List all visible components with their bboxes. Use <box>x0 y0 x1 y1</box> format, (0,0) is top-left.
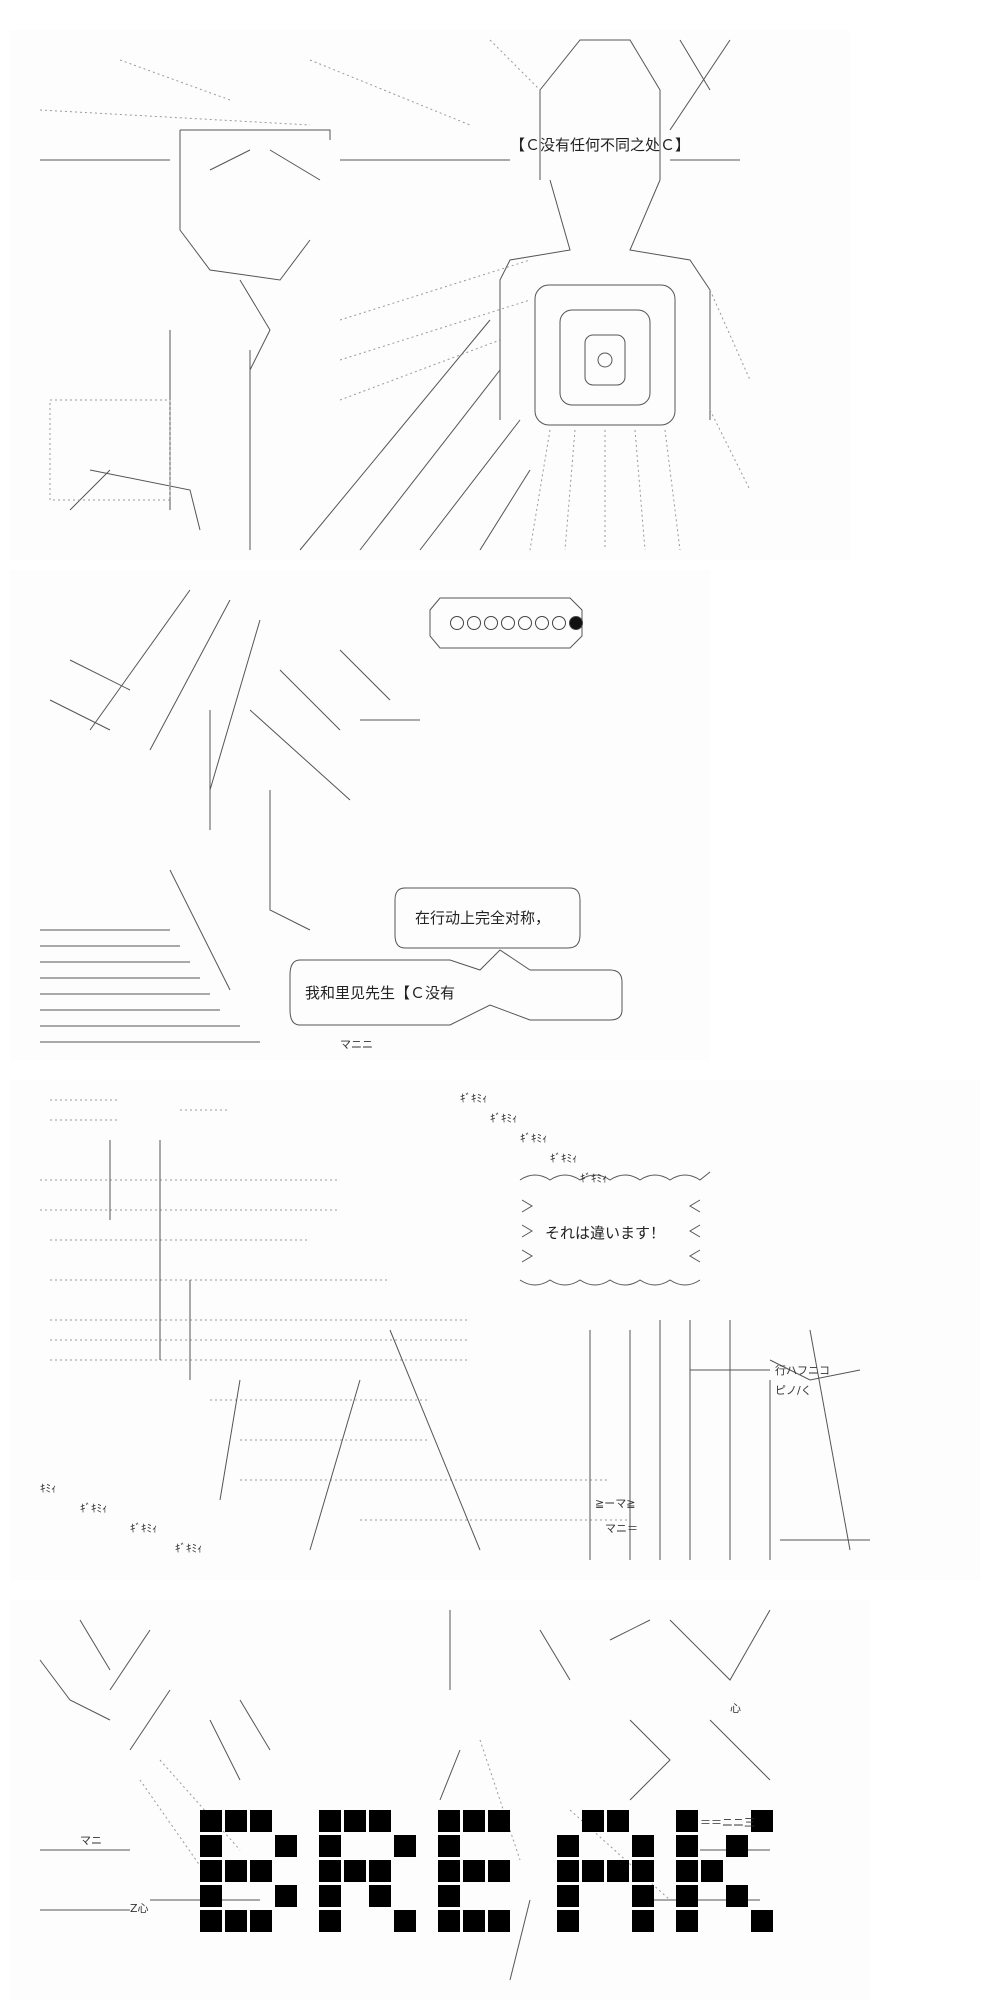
progress-dot-empty-icon <box>467 616 481 630</box>
speech-bubble-symmetric: 在行动上完全对称， <box>415 909 551 927</box>
progress-dot-empty-icon <box>518 616 532 630</box>
progress-dot-empty-icon <box>552 616 566 630</box>
panel-3: ｷﾞｷﾐｨ ｷﾞｷﾐｨ ｷﾞｷﾐｨ ｷﾞｷﾐｨ ｷﾞｷﾐｨ それは違います！ ｷ… <box>10 1080 980 1580</box>
sfx-kishimi: ｷﾞｷﾐｨ <box>520 1132 548 1145</box>
aa-fragment: ≧ーマ≧ <box>595 1497 636 1510</box>
caption-no-difference: 【Ｃ没有任何不同之处Ｃ】 <box>510 136 691 154</box>
progress-dot-empty-icon <box>484 616 498 630</box>
sfx-kishimi: ｷﾞｷﾐｨ <box>460 1092 488 1105</box>
aa-scene-break <box>39 1609 771 1981</box>
aa-fragment: マニニ <box>340 1038 373 1051</box>
sfx-kishimi: ｷﾞｷﾐｨ <box>80 1502 108 1515</box>
shout-bubble-that-is-wrong: それは違います！ <box>545 1224 666 1242</box>
progress-dot-empty-icon <box>535 616 549 630</box>
sfx-kishimi: ｷﾞｷﾐｨ <box>580 1172 608 1185</box>
sfx-kishimi: ｷﾞｷﾐｨ <box>130 1522 158 1535</box>
panel-4: Z心 心 ＝＝ニニ三 マニ <box>10 1600 870 2000</box>
sfx-kishimi: ｷﾞｷﾐｨ <box>490 1112 518 1125</box>
aa-scene-sitting-figure <box>40 589 623 1043</box>
block-letter-r <box>319 1810 416 1932</box>
progress-dot-empty-icon <box>450 616 464 630</box>
aa-fragment: ピノ/く <box>775 1384 812 1397</box>
block-letter-e <box>438 1810 535 1932</box>
aa-fragment: マニ <box>80 1834 102 1847</box>
progress-dots <box>450 616 583 630</box>
block-letter-b <box>200 1810 297 1932</box>
break-block-text <box>200 1810 773 1932</box>
aa-fragment: 心 <box>730 1702 741 1715</box>
progress-dot-empty-icon <box>501 616 515 630</box>
sfx-kishimi: ｷﾞｷﾐｨ <box>175 1542 203 1555</box>
panel-1: 【Ｃ没有任何不同之处Ｃ】 <box>10 30 850 560</box>
aa-scene-sun-figure <box>39 39 751 551</box>
block-letter-k <box>676 1810 773 1932</box>
aa-fragment: 行ハフニコ <box>775 1364 830 1377</box>
aa-fragment: ＝＝ニニ三 <box>700 1816 755 1829</box>
speech-bubble-satomi: 我和里见先生【Ｃ没有 <box>305 984 456 1002</box>
panel-2: 在行动上完全对称， 我和里见先生【Ｃ没有 マニニ <box>10 570 710 1060</box>
sfx-kishimi: ｷﾐｨ <box>40 1482 57 1495</box>
progress-dot-filled-icon <box>569 616 583 630</box>
aa-scene-confrontation <box>40 1099 870 1560</box>
block-letter-a <box>557 1810 654 1932</box>
sfx-kishimi: ｷﾞｷﾐｨ <box>550 1152 578 1165</box>
aa-fragment: Z心 <box>130 1902 149 1915</box>
aa-fragment: マニ＝ <box>605 1522 638 1535</box>
